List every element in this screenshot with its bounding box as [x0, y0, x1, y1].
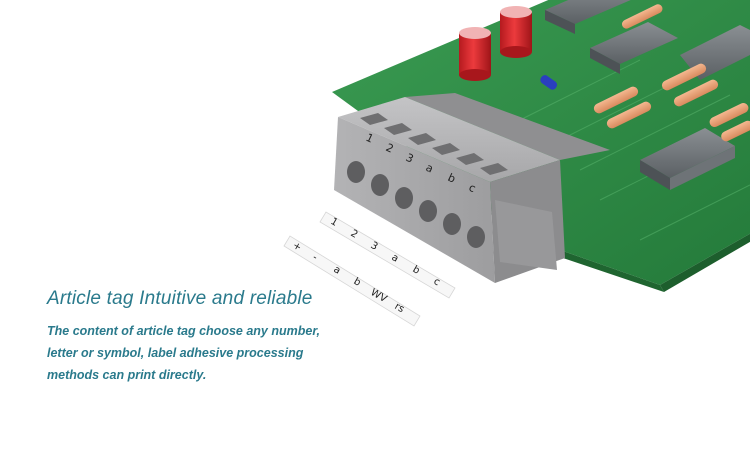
resistor — [606, 101, 652, 129]
tag-label: a — [390, 252, 401, 265]
tag-label: 2 — [349, 228, 360, 241]
terminal-wire-holes — [347, 161, 485, 248]
resistors — [593, 4, 750, 142]
tag-strip-lower: + - a b WV rs — [283, 235, 421, 327]
resistor — [721, 120, 750, 142]
tag-label: a — [332, 264, 343, 277]
ic-chip — [590, 22, 678, 74]
resistor — [621, 4, 663, 29]
connector-label: a — [424, 161, 436, 176]
capacitor — [500, 6, 532, 58]
terminal-block — [334, 93, 610, 283]
connector-label: 1 — [364, 131, 376, 146]
feature-body-line: letter or symbol, label adhesive process… — [47, 346, 304, 360]
tag-label: - — [311, 252, 320, 264]
feature-copy: Article tag Intuitive and reliable The c… — [47, 288, 387, 386]
tag-label: 1 — [329, 216, 340, 229]
tag-label: b — [411, 264, 422, 277]
feature-body-line: methods can print directly. — [47, 368, 207, 382]
ic-chips — [545, 0, 750, 190]
capacitor — [459, 27, 491, 81]
resistor — [593, 86, 639, 114]
tag-label: 3 — [369, 240, 380, 253]
connector-label-row: 1 2 3 a b c — [364, 131, 478, 195]
capacitors — [459, 6, 532, 81]
connector-label: b — [446, 171, 458, 186]
resistor — [709, 102, 749, 128]
terminal-top-slots — [360, 113, 508, 175]
ic-chip — [640, 128, 735, 190]
resistor — [661, 63, 707, 91]
tag-label: b — [352, 276, 363, 289]
resistor — [673, 79, 719, 107]
feature-headline: Article tag Intuitive and reliable — [47, 288, 313, 309]
diode-component — [540, 75, 558, 90]
connector-label: 3 — [404, 151, 416, 166]
tag-label: c — [432, 276, 442, 288]
connector-label: 2 — [384, 141, 396, 156]
ic-chip — [545, 0, 631, 34]
feature-body-line: The content of article tag choose any nu… — [47, 324, 320, 338]
tag-strip-upper: 1 2 3 a b c — [319, 211, 456, 299]
connector-label: c — [467, 181, 478, 195]
